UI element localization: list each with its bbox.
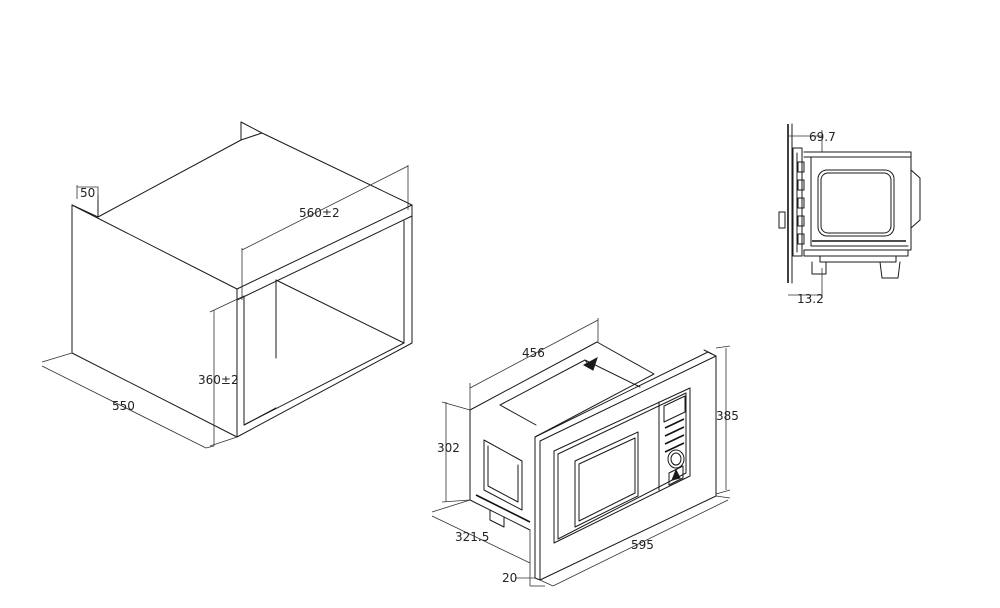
dim-body-height-label: 302: [437, 441, 460, 455]
oven-drawing: 456 302 321.5 385 595 20: [431, 318, 739, 587]
side-view-drawing: 69.7 13.2: [778, 123, 921, 306]
dim-depth-label: 550: [112, 399, 135, 413]
dim-front-height-label: 385: [716, 409, 739, 423]
dim-body-width-label: 456: [522, 346, 545, 360]
dim-side-top-label: 69.7: [809, 130, 836, 144]
dim-width-label: 560±2: [299, 206, 340, 220]
dim-front-thickness-label: 20: [502, 571, 517, 585]
dim-front-width-label: 595: [631, 538, 654, 552]
dim-height-label: 360±2: [198, 373, 239, 387]
cabinet-drawing: 50 560±2 360±2 550: [41, 121, 413, 449]
dim-top-panel-label: 50: [80, 186, 95, 200]
dim-body-depth-label: 321.5: [455, 530, 489, 544]
dim-side-bottom-label: 13.2: [797, 292, 824, 306]
